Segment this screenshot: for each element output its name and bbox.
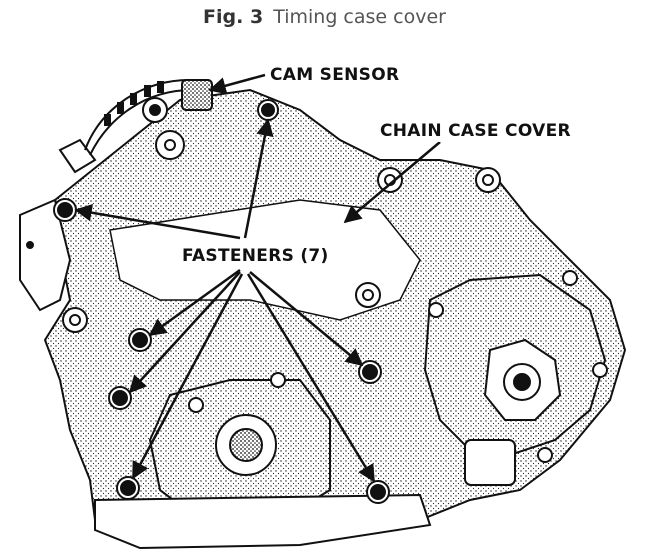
fastener-6 — [358, 360, 382, 384]
leader-fastener-2 — [74, 204, 241, 240]
leader-fastener-1 — [243, 118, 274, 239]
cam-sensor — [58, 79, 213, 174]
bolt-bosses — [62, 167, 501, 333]
fastener-7 — [366, 480, 390, 504]
oil-pump-housing — [148, 372, 331, 521]
leader-chain-case-cover — [343, 141, 441, 224]
leader-fastener-3 — [148, 268, 241, 337]
label-cam-sensor: CAM SENSOR — [270, 65, 399, 85]
leader-fastener-7 — [246, 273, 376, 483]
timing-case-cover-drawing: CAM SENSOR CHAIN CASE COVER FASTENERS (7… — [19, 62, 627, 550]
fastener-4 — [108, 386, 132, 410]
engine-block-left — [19, 198, 72, 312]
fasteners — [53, 99, 390, 504]
fastener-2 — [53, 198, 77, 222]
fastener-3 — [128, 328, 152, 352]
label-chain-case-cover: CHAIN CASE COVER — [380, 121, 571, 141]
figure-title: Fig. 3 Timing case cover — [0, 6, 649, 28]
leader-cam-sensor — [208, 73, 266, 95]
leader-fastener-6 — [249, 271, 364, 367]
leader-fastener-4 — [128, 271, 241, 394]
water-pump — [423, 270, 608, 486]
leader-fastener-5 — [131, 273, 244, 480]
label-fasteners: FASTENERS (7) — [182, 246, 329, 266]
fastener-5 — [116, 476, 140, 500]
figure-number: Fig. 3 — [203, 6, 264, 28]
figure-caption: Timing case cover — [273, 6, 446, 28]
bottom-flange — [94, 493, 432, 550]
fastener-1 — [257, 99, 279, 121]
leader-lines — [74, 73, 441, 483]
